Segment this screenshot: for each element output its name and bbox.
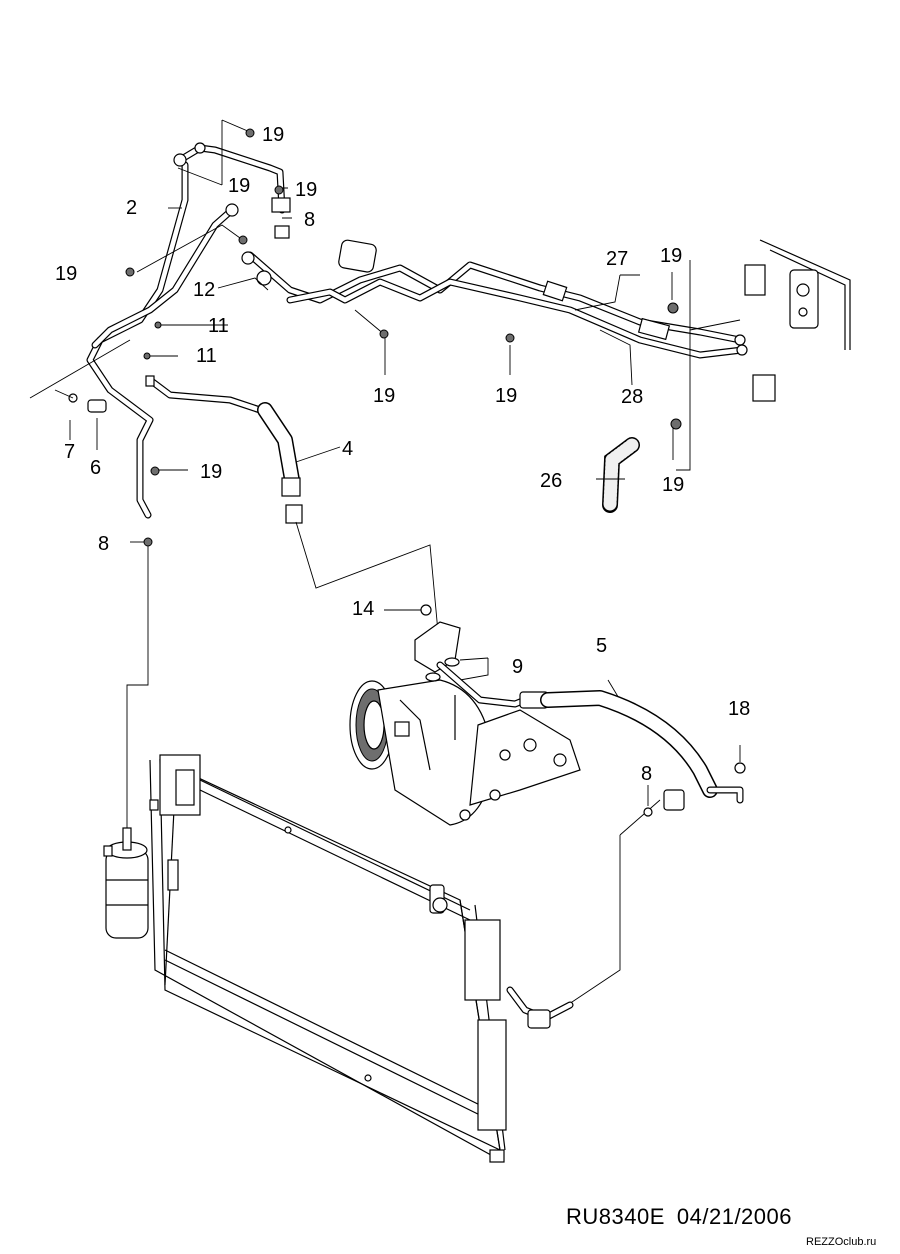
callout-19: 19: [495, 385, 517, 407]
callout-12: 12: [193, 279, 215, 301]
diagram-date: 04/21/2006: [676, 1204, 792, 1229]
callout-6: 6: [90, 457, 101, 479]
callout-5: 5: [596, 635, 607, 657]
callout-11: 11: [196, 345, 217, 367]
diagram-reference: RU8340E 04/21/2006: [566, 1204, 804, 1230]
diagram-code: RU8340E: [566, 1204, 665, 1229]
callout-26: 26: [540, 470, 562, 492]
callout-8: 8: [98, 533, 109, 555]
callout-7: 7: [64, 441, 75, 463]
callout-8: 8: [641, 763, 652, 785]
callout-2: 2: [126, 197, 137, 219]
receiver-drier: [103, 827, 149, 939]
callout-4: 4: [342, 438, 353, 460]
watermark: REZZOclub.ru: [806, 1236, 877, 1248]
upper-pipe-assembly: [68, 142, 851, 524]
callout-19: 19: [228, 175, 250, 197]
callout-19: 19: [262, 124, 284, 146]
callout-8: 8: [304, 209, 315, 231]
discharge-hose: [540, 690, 746, 817]
callout-19: 19: [373, 385, 395, 407]
callout-27: 27: [606, 248, 628, 270]
callout-11: 11: [208, 315, 229, 337]
callout-labels: 19 19 19 2 8 19 12 11 11 7 6 4 19 8 19 1…: [55, 124, 750, 785]
callout-19: 19: [295, 179, 317, 201]
callout-28: 28: [621, 386, 643, 408]
callout-14: 14: [352, 598, 374, 620]
callout-19: 19: [662, 474, 684, 496]
condenser: [149, 754, 574, 1163]
callout-19: 19: [200, 461, 222, 483]
callout-18: 18: [728, 698, 750, 720]
callout-19: 19: [660, 245, 682, 267]
compressor: [349, 604, 581, 826]
callout-9: 9: [512, 656, 523, 678]
callout-19: 19: [55, 263, 77, 285]
